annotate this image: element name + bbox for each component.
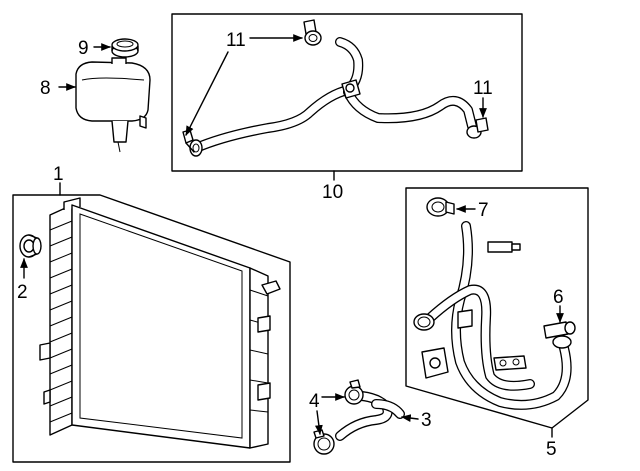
coolant-reservoir bbox=[75, 57, 151, 153]
reservoir-cap bbox=[111, 38, 139, 58]
callout-6: 6 bbox=[553, 287, 564, 308]
connector-6 bbox=[543, 321, 576, 339]
clamp-4-lower bbox=[313, 429, 335, 455]
clamp-4-upper bbox=[344, 379, 364, 405]
radiator bbox=[39, 197, 281, 449]
callout-11-top: 11 bbox=[226, 30, 246, 51]
thermostat-housing bbox=[421, 347, 449, 379]
callout-9: 9 bbox=[78, 38, 89, 59]
radiator-outlet-hose bbox=[335, 391, 405, 441]
callout-1: 1 bbox=[53, 164, 64, 185]
radiator-group-box bbox=[12, 194, 291, 463]
callout-3: 3 bbox=[421, 410, 432, 431]
callout-8: 8 bbox=[40, 78, 51, 99]
clamp-11-right bbox=[475, 117, 489, 133]
hose-group-5-box bbox=[405, 187, 589, 438]
radiator-grommet bbox=[19, 234, 42, 258]
callout-2: 2 bbox=[17, 282, 28, 303]
upper-hose-assembly bbox=[189, 37, 482, 157]
callout-7: 7 bbox=[478, 200, 489, 221]
callout-5: 5 bbox=[546, 439, 557, 460]
callout-11-right: 11 bbox=[473, 78, 493, 99]
callout-4: 4 bbox=[309, 391, 320, 412]
clamp-7 bbox=[426, 197, 455, 217]
leader-4-lower bbox=[314, 410, 323, 435]
leader-11a-left bbox=[185, 51, 229, 136]
hose-clip bbox=[493, 355, 527, 371]
callout-10: 10 bbox=[322, 182, 343, 203]
hose-group-10-box bbox=[171, 13, 523, 181]
sensor-fitting bbox=[487, 241, 521, 253]
leader-3 bbox=[401, 414, 419, 422]
lower-hose-assembly bbox=[413, 221, 572, 410]
clamp-11-top bbox=[303, 19, 322, 46]
